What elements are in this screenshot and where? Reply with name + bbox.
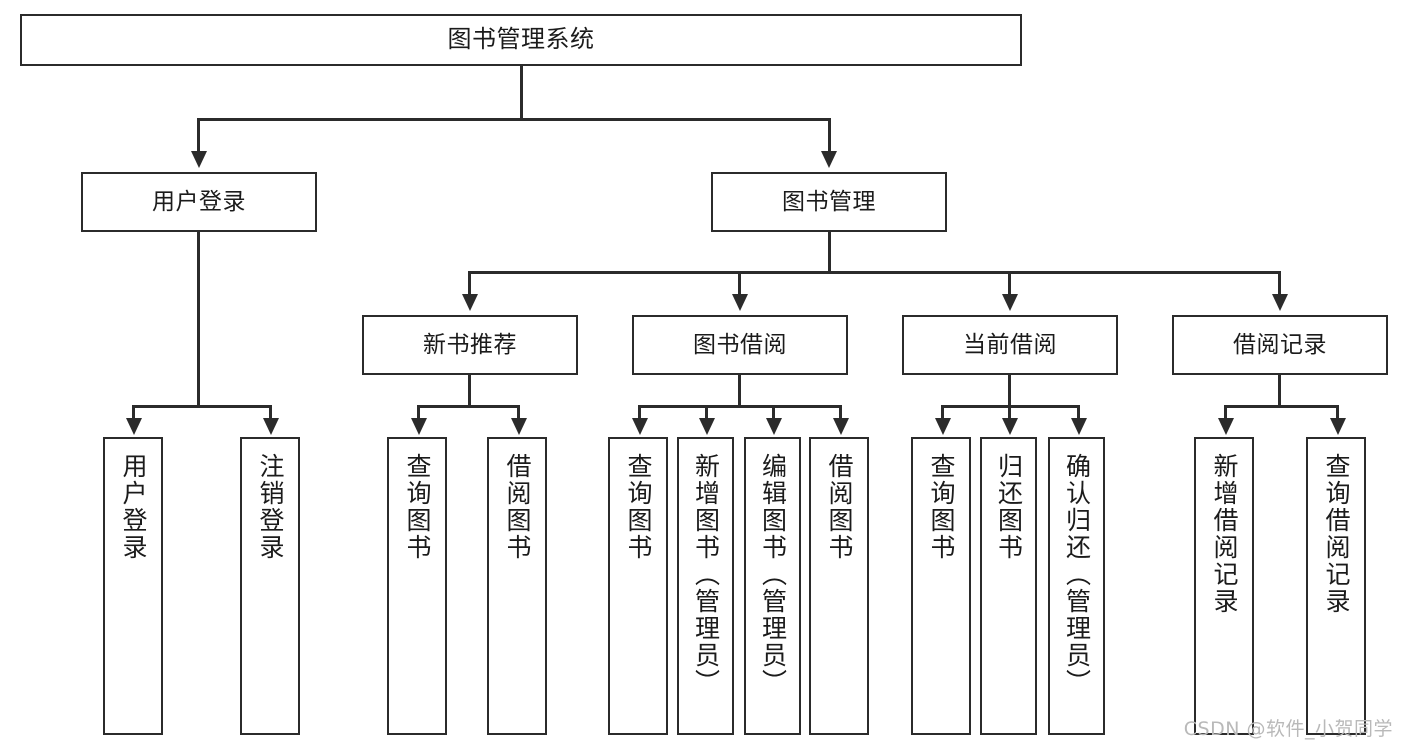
arrow-to-leaf-return-book <box>1001 418 1018 435</box>
connector-root-stem <box>519 66 523 118</box>
node-label: 借阅记录 <box>1233 331 1327 358</box>
leaf-query-borrow-record[interactable]: 查询借阅记录 <box>1306 437 1366 735</box>
arrow-to-leaf-add-book <box>698 418 715 435</box>
leaf-query-book-recommend[interactable]: 查询图书 <box>387 437 447 735</box>
connector-borrow-drop-3 <box>772 405 775 420</box>
node-new-book-recommend[interactable]: 新书推荐 <box>362 315 578 375</box>
connector-current-drop-2 <box>1008 405 1011 420</box>
connector-borrow-drop-2 <box>705 405 708 420</box>
connector-book-management-stem <box>827 232 831 271</box>
node-label: 查询图书 <box>403 453 432 561</box>
connector-record-stem <box>1278 375 1281 405</box>
connector-record-bus <box>1224 405 1339 408</box>
node-label: 查询图书 <box>624 453 653 561</box>
leaf-query-book-borrow[interactable]: 查询图书 <box>608 437 668 735</box>
leaf-confirm-return-admin[interactable]: 确认归还（管理员） <box>1048 437 1105 735</box>
leaf-add-borrow-record[interactable]: 新增借阅记录 <box>1194 437 1254 735</box>
connector-recommend-bus <box>417 405 520 408</box>
leaf-borrow-book-borrow[interactable]: 借阅图书 <box>809 437 869 735</box>
node-label: 归还图书 <box>994 453 1024 561</box>
connector-book-management-bus <box>468 271 1280 274</box>
node-current-borrow[interactable]: 当前借阅 <box>902 315 1118 375</box>
leaf-user-login[interactable]: 用户登录 <box>103 437 163 735</box>
connector-borrow-bus <box>638 405 841 408</box>
connector-root-drop-1 <box>197 118 200 153</box>
connector-user-login-stem <box>197 232 200 405</box>
node-user-login[interactable]: 用户登录 <box>81 172 317 232</box>
connector-recommend-stem <box>468 375 471 405</box>
node-label: 用户登录 <box>119 453 148 561</box>
connector-bm-drop-3 <box>1008 271 1011 296</box>
connector-recommend-drop-1 <box>417 405 420 420</box>
arrow-to-leaf-query-book-b <box>631 418 648 435</box>
node-book-management[interactable]: 图书管理 <box>711 172 947 232</box>
arrow-to-leaf-confirm-return <box>1070 418 1087 435</box>
connector-user-login-bus <box>132 405 270 408</box>
arrow-to-leaf-user-login <box>125 418 142 435</box>
node-label: 确认归还（管理员） <box>1062 453 1092 696</box>
connector-bm-drop-2 <box>738 271 741 296</box>
connector-recommend-drop-2 <box>517 405 520 420</box>
leaf-query-book-current[interactable]: 查询图书 <box>911 437 971 735</box>
arrow-to-leaf-add-record <box>1217 418 1234 435</box>
connector-record-drop-1 <box>1224 405 1227 420</box>
leaf-logout[interactable]: 注销登录 <box>240 437 300 735</box>
connector-root-drop-2 <box>827 118 831 153</box>
arrow-to-leaf-edit-book <box>765 418 782 435</box>
arrow-to-leaf-borrow-book-b <box>832 418 849 435</box>
node-label: 查询借阅记录 <box>1322 453 1351 615</box>
csdn-watermark: CSDN @软件_小贺同学 <box>1183 718 1393 740</box>
node-label: 编辑图书（管理员） <box>758 453 788 696</box>
node-label: 借阅图书 <box>825 453 854 561</box>
node-label: 新增图书（管理员） <box>691 453 721 696</box>
leaf-edit-book-admin[interactable]: 编辑图书（管理员） <box>744 437 801 735</box>
connector-current-drop-3 <box>1077 405 1080 420</box>
connector-current-drop-1 <box>941 405 944 420</box>
connector-bm-drop-4 <box>1278 271 1281 296</box>
node-label: 用户登录 <box>152 188 246 215</box>
node-label: 图书管理 <box>782 188 876 215</box>
connector-current-stem <box>1008 375 1011 405</box>
connector-borrow-drop-1 <box>638 405 641 420</box>
connector-borrow-drop-4 <box>839 405 842 420</box>
arrow-to-book-borrow <box>731 294 748 311</box>
arrow-to-leaf-query-record <box>1329 418 1346 435</box>
arrow-to-current-borrow <box>1001 294 1018 311</box>
arrow-to-leaf-logout <box>262 418 279 435</box>
leaf-return-book[interactable]: 归还图书 <box>980 437 1037 735</box>
connector-user-login-drop-2 <box>269 405 272 420</box>
connector-root-bus <box>197 118 831 121</box>
arrow-to-leaf-query-book-c <box>934 418 951 435</box>
arrow-to-leaf-borrow-book-a <box>510 418 527 435</box>
arrow-to-borrow-record <box>1271 294 1288 311</box>
node-label: 图书借阅 <box>693 331 787 358</box>
node-borrow-record[interactable]: 借阅记录 <box>1172 315 1388 375</box>
node-label: 借阅图书 <box>503 453 532 561</box>
node-label: 图书管理系统 <box>447 25 595 54</box>
node-book-borrow[interactable]: 图书借阅 <box>632 315 848 375</box>
node-label: 当前借阅 <box>963 331 1057 358</box>
connector-bm-drop-1 <box>468 271 471 296</box>
connector-borrow-stem <box>738 375 741 405</box>
connector-user-login-drop-1 <box>132 405 135 420</box>
node-label: 新增借阅记录 <box>1210 453 1239 615</box>
leaf-add-book-admin[interactable]: 新增图书（管理员） <box>677 437 734 735</box>
leaf-borrow-book-recommend[interactable]: 借阅图书 <box>487 437 547 735</box>
arrow-root-to-book-management <box>821 151 837 168</box>
node-label: 新书推荐 <box>423 331 517 358</box>
connector-record-drop-2 <box>1336 405 1339 420</box>
arrow-root-to-user-login <box>190 151 207 168</box>
arrow-to-new-book-recommend <box>461 294 478 311</box>
node-root-book-management-system[interactable]: 图书管理系统 <box>20 14 1022 66</box>
arrow-to-leaf-query-book-a <box>410 418 427 435</box>
node-label: 注销登录 <box>256 453 285 561</box>
node-label: 查询图书 <box>927 453 956 561</box>
